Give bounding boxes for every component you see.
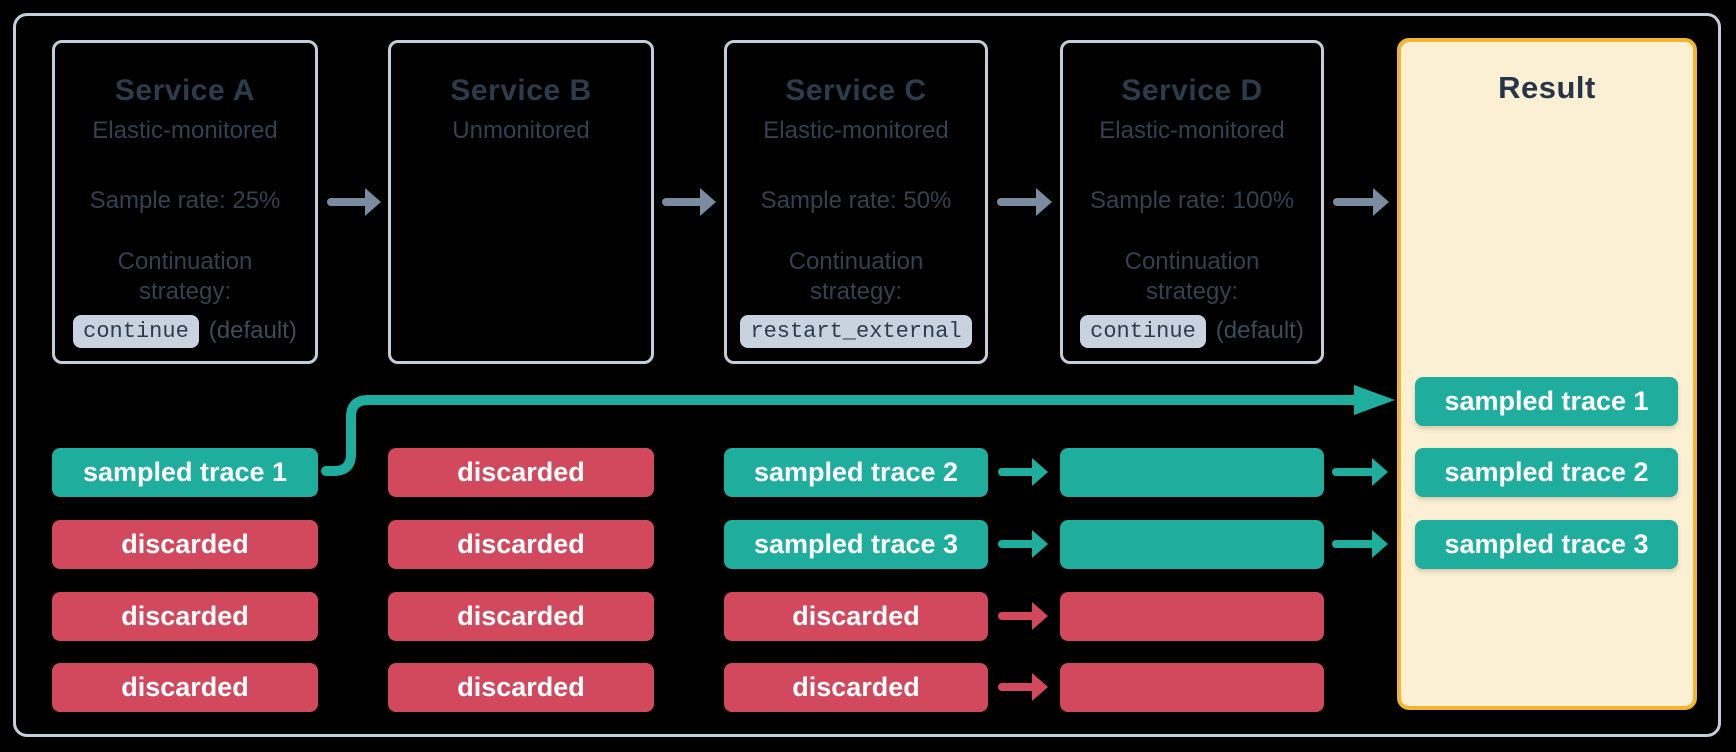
- trace-pill-a4: discarded: [52, 663, 318, 712]
- arrow-d-to-result-icon: [1333, 188, 1389, 216]
- continuation-strategy-label: Continuation strategy:: [1063, 247, 1321, 307]
- monitoring-label: Elastic-monitored: [763, 117, 949, 144]
- arrow-a-to-b-icon: [327, 188, 381, 216]
- trace-pill-b2: discarded: [388, 520, 654, 569]
- arrow-d-to-result-row2-icon: [1332, 530, 1388, 558]
- arrow-d-to-result-row1-icon: [1332, 458, 1388, 486]
- strategy-row: restart_external: [727, 311, 985, 351]
- continuation-line2: strategy:: [809, 278, 903, 305]
- trace-pill-d4: [1060, 663, 1324, 712]
- continuation-line1: Continuation: [1124, 248, 1260, 275]
- monitoring-label: Elastic-monitored: [92, 117, 278, 144]
- strategy-code-chip: restart_external: [740, 314, 972, 348]
- continuation-line2: strategy:: [138, 278, 232, 305]
- arrow-c-to-d-icon: [997, 188, 1052, 216]
- trace-pill-c2: sampled trace 3: [724, 520, 988, 569]
- strategy-row: [391, 177, 651, 217]
- service-title: Service D: [1121, 74, 1263, 107]
- arrow-c-to-d-row2-icon: [998, 530, 1048, 558]
- arrow-c-to-d-row1-icon: [998, 458, 1048, 486]
- service-title: Service B: [450, 74, 592, 107]
- service-card-b: Service B Unmonitored: [388, 40, 654, 364]
- continuation-line2: strategy:: [1145, 278, 1239, 305]
- sample-rate-label: Sample rate: 100%: [1089, 187, 1295, 214]
- monitoring-label: Unmonitored: [452, 117, 590, 144]
- monitoring-label: Elastic-monitored: [1099, 117, 1285, 144]
- trace-pill-a3: discarded: [52, 592, 318, 641]
- trace-pill-d2: [1060, 520, 1324, 569]
- strategy-row: continue (default): [1063, 311, 1321, 351]
- diagram-frame: [13, 13, 1721, 737]
- result-title: Result: [1498, 70, 1596, 105]
- result-pill-1: sampled trace 1: [1415, 377, 1678, 426]
- strategy-default-note: (default): [1215, 317, 1304, 344]
- trace-pill-d3: [1060, 592, 1324, 641]
- trace-pill-b1: discarded: [388, 448, 654, 497]
- strategy-code-chip: continue: [73, 314, 199, 348]
- continuation-strategy-label: Continuation strategy:: [55, 247, 315, 307]
- arrow-c-to-d-row4-icon: [998, 673, 1048, 701]
- trace-pill-c1: sampled trace 2: [724, 448, 988, 497]
- arrow-c-to-d-row3-icon: [998, 602, 1048, 630]
- continuation-strategy-label: Continuation strategy:: [727, 247, 985, 307]
- strategy-default-note: (default): [208, 317, 297, 344]
- sample-rate-label: Sample rate: 50%: [760, 187, 952, 214]
- result-pill-3: sampled trace 3: [1415, 520, 1678, 569]
- continuation-line1: Continuation: [117, 248, 253, 275]
- trace-pill-b4: discarded: [388, 663, 654, 712]
- sample-rate-label: Sample rate: 25%: [89, 187, 281, 214]
- service-card-a: Service A Elastic-monitored Sample rate:…: [52, 40, 318, 364]
- trace-pill-c3: discarded: [724, 592, 988, 641]
- strategy-row: continue (default): [55, 311, 315, 351]
- service-card-c: Service C Elastic-monitored Sample rate:…: [724, 40, 988, 364]
- trace-pill-c4: discarded: [724, 663, 988, 712]
- trace-pill-a2: discarded: [52, 520, 318, 569]
- trace-pill-d1: [1060, 448, 1324, 497]
- strategy-code-chip: continue: [1080, 314, 1206, 348]
- result-pill-2: sampled trace 2: [1415, 448, 1678, 497]
- service-card-d: Service D Elastic-monitored Sample rate:…: [1060, 40, 1324, 364]
- arrow-b-to-c-icon: [662, 188, 716, 216]
- service-title: Service C: [785, 74, 927, 107]
- trace-pill-a1: sampled trace 1: [52, 448, 318, 497]
- trace-pill-b3: discarded: [388, 592, 654, 641]
- continuation-line1: Continuation: [788, 248, 924, 275]
- result-card: Result: [1397, 38, 1697, 710]
- service-title: Service A: [114, 74, 256, 107]
